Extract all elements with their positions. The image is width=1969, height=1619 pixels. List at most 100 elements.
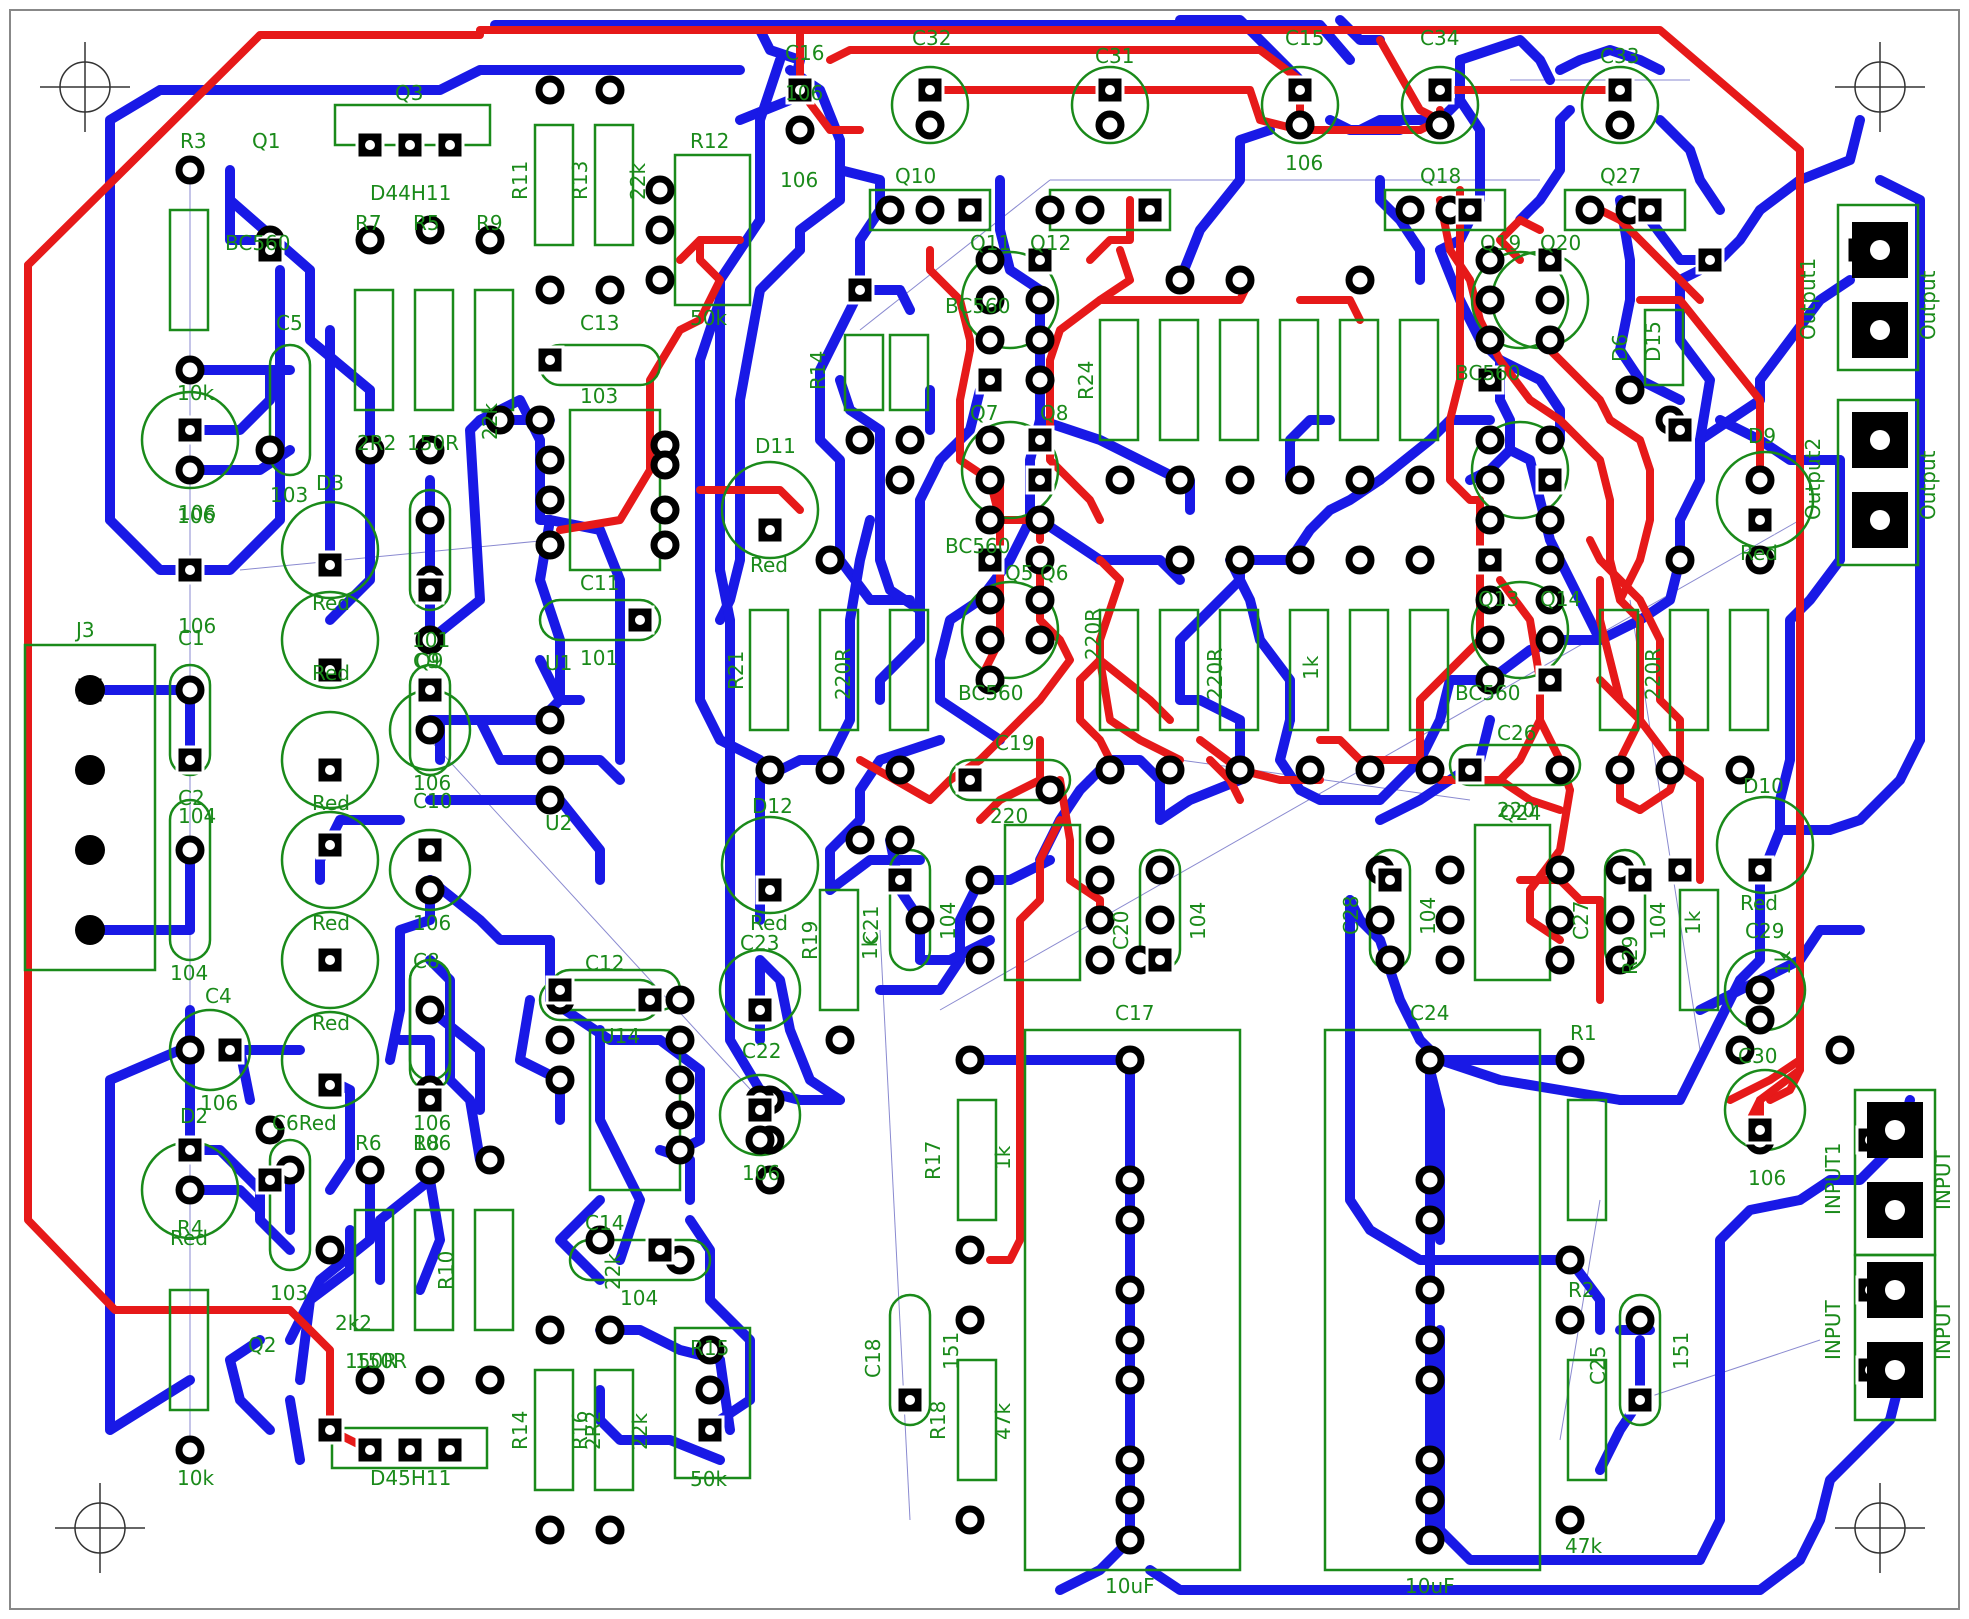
label-r12-value: 50k [690,306,727,330]
label-c2: C2 [178,786,205,810]
input1-label: INPUT1 [1821,1143,1845,1216]
label-d2: D2 [180,1104,208,1128]
pad-round [355,1155,385,1185]
pad-round [535,485,565,515]
label-q27: Q27 [1600,164,1641,188]
label-c21-value: 104 [936,902,960,940]
label-q8: Q8 [1040,401,1068,425]
pad-round [1535,625,1565,655]
pad-round [1605,905,1635,935]
label-d9-value: Red [1740,541,1778,565]
pad-drill [655,1245,665,1255]
label-c11: C11 [580,571,619,595]
label-r7: R7 [355,211,382,235]
pad-round [1115,1165,1145,1195]
pad-square [175,1135,205,1165]
pad-round [645,175,675,205]
pad-drill [225,1045,235,1055]
pad-round [1475,245,1505,275]
pad-drill [1465,205,1475,215]
pad-square [315,755,345,785]
pad-round [1475,585,1505,615]
pad-round [1405,465,1435,495]
label-220r-3: 220R [1203,648,1227,700]
pad-drill [325,1080,335,1090]
pad-drill [965,775,975,785]
connector-drill [1885,1360,1905,1380]
pad-round [525,405,555,435]
label-c8: C8 [413,949,440,973]
label-c26-value: 220 [1497,798,1535,822]
pad-drill [1035,435,1045,445]
pad-round [535,530,565,560]
pad-round [1535,285,1565,315]
pad-drill [1645,205,1655,215]
label-c15-value: 106 [1285,151,1323,175]
pad-round [1745,465,1775,495]
pad-round [1345,265,1375,295]
pad-round [1535,545,1565,575]
pad-round [845,825,875,855]
pad-round [1545,905,1575,935]
pad-round [1745,545,1775,575]
pad-round [1345,545,1375,575]
pad-round [955,1305,985,1335]
label-r9-ohms: 22k [478,403,502,440]
label-red-2: Red [312,661,350,685]
pad-round [1545,755,1575,785]
pad-round [535,445,565,475]
pad-round [650,450,680,480]
pad-square [1535,465,1565,495]
pad-drill [265,245,275,255]
pad-square [355,130,385,160]
silkscreen-outlines [23,65,1937,1572]
label-c24: C24 [1410,1001,1449,1025]
pad-drill [765,885,775,895]
pad-drill [1155,955,1165,965]
pad-round [595,75,625,105]
pad-round [585,1225,615,1255]
pad-square [1625,1385,1655,1415]
pad-drill [325,955,335,965]
pad-square [395,1435,425,1465]
label-c17-value: 10uF [1105,1574,1155,1598]
pad-square [415,1085,445,1115]
component-pads [75,75,1923,1555]
pad-round [1825,1035,1855,1065]
pad-drill [855,285,865,295]
pad-drill [425,585,435,595]
pad-round [815,545,845,575]
pad-drill [1295,85,1305,95]
label-106-a: 106 [178,614,216,638]
pad-square [315,830,345,860]
label-106-d: 106 [177,504,215,528]
connector-drill [1870,240,1890,260]
pad-round [1025,325,1055,355]
pad-round [175,1035,205,1065]
pad-round [1025,365,1055,395]
pad-drill [425,685,435,695]
j3-label: J3 [74,618,95,642]
pad-round [355,225,385,255]
pad-drill [1145,205,1155,215]
connector-drill [1870,320,1890,340]
pad-round [1435,905,1465,935]
pad-round [415,715,445,745]
label-c5-value: 103 [270,483,308,507]
pad-round [745,1125,775,1155]
label-c20-value: 104 [1186,902,1210,940]
pad-drill [325,1425,335,1435]
label-r18: R18 [926,1401,950,1440]
pad-round [695,1335,725,1365]
pad-round [1085,825,1115,855]
pad-round [1415,755,1445,785]
pad-round [1415,1165,1445,1195]
label-q18: Q18 [1420,164,1461,188]
pad-round [1475,425,1505,455]
pad-round [975,625,1005,655]
pad-round [545,1025,575,1055]
pad-round [1035,775,1065,805]
label-bc560-a: BC560 [945,294,1011,318]
pad-round [975,285,1005,315]
label-1k-b: 1k [1681,910,1705,935]
